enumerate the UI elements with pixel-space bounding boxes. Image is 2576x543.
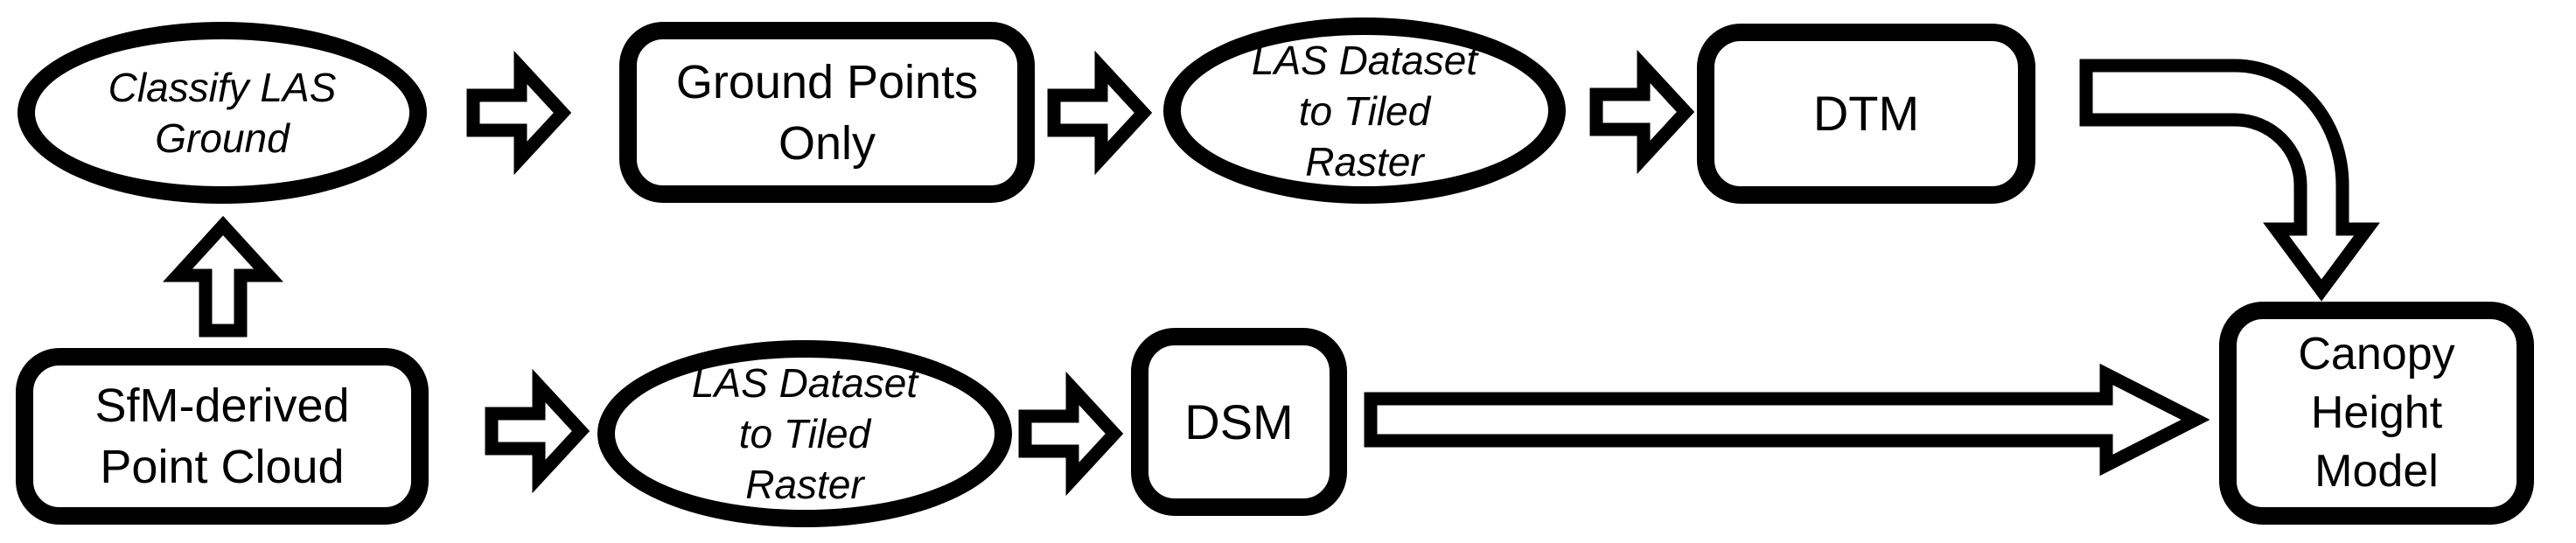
arrow-up-sfm-to-classify [163,215,283,338]
node-dtm: DTM [1697,24,2035,204]
node-ground-points-only: Ground Points Only [619,22,1035,203]
arrow-right-lasraster-top-to-dtm [1589,49,1695,175]
node-label-line: SfM-derived [94,379,350,432]
arrow-bent-dtm-to-canopy [2079,59,2380,302]
node-label-line: Only [778,116,876,170]
node-dsm: DSM [1131,328,1347,516]
node-label-line: Model [2314,446,2439,497]
node-label-line: Point Cloud [100,441,345,493]
arrow-long-dsm-to-canopy [1364,363,2210,477]
node-label-line: Canopy [2298,329,2455,379]
arrow-right-sfm-to-lasraster-bottom [485,368,590,494]
node-canopy-height-model: Canopy Height Model [2219,302,2534,525]
node-label-line: Classify LAS [108,65,337,110]
node-label-line: Ground [155,115,290,161]
arrow-right-groundpoints-to-lasraster-top [1047,50,1153,176]
node-label-line: Height [2310,387,2443,438]
node-label-line: DTM [1812,86,1920,141]
node-classify-las-ground: Classify LAS Ground [17,22,427,204]
node-label-line: DSM [1184,393,1294,449]
arrow-right-classify-to-groundpoints [466,50,572,176]
node-label-line: to Tiled [1298,87,1431,134]
node-label-line: LAS Dataset [691,360,918,406]
node-sfm-derived-point-cloud: SfM-derived Point Cloud [16,348,429,525]
node-las-dataset-to-tiled-raster-top: LAS Dataset to Tiled Raster [1163,17,1566,204]
node-label-line: LAS Dataset [1251,37,1478,83]
node-label-line: Ground Points [675,55,979,108]
node-las-dataset-to-tiled-raster-bottom: LAS Dataset to Tiled Raster [597,340,1012,527]
node-label-line: Raster [745,462,864,507]
arrow-right-lasraster-bottom-to-dsm [1018,371,1124,497]
node-label-line: Raster [1305,138,1424,184]
node-label-line: to Tiled [738,411,871,456]
